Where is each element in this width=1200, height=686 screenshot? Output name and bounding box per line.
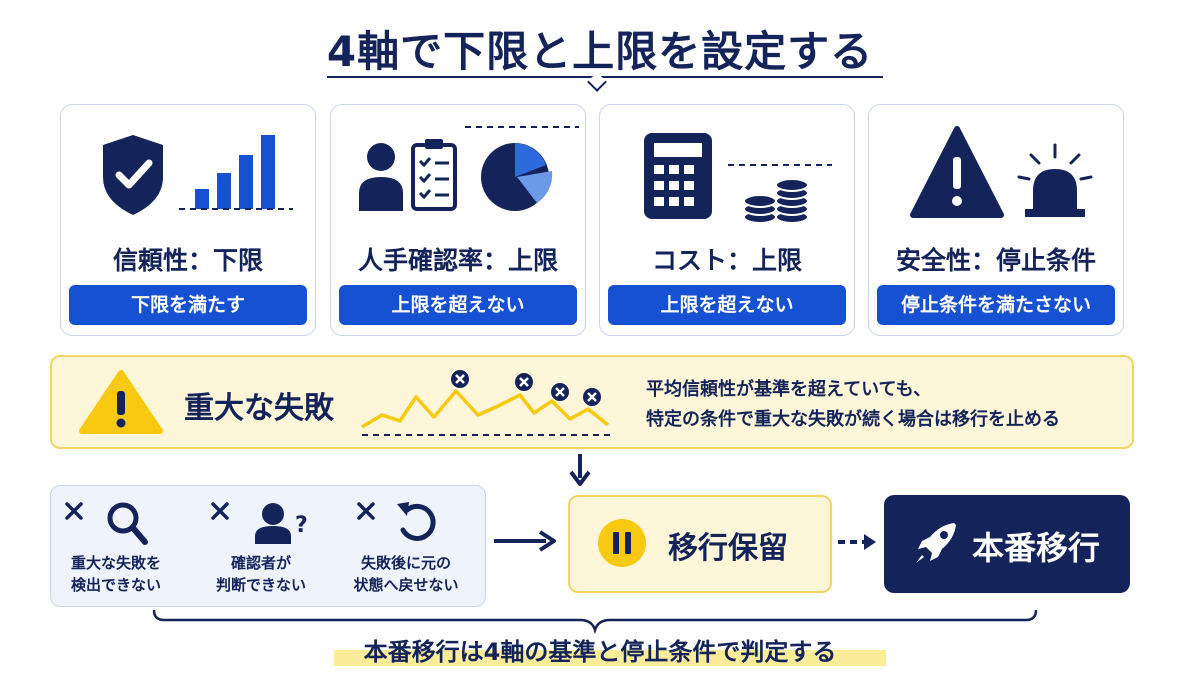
card-label: 信頼性：下限 [112, 246, 263, 275]
conclusion-text: 本番移行は4軸の基準と停止条件で判定する [363, 638, 837, 666]
banner-title: 重大な失敗 [184, 391, 334, 426]
failure-mark-icon [515, 373, 533, 391]
failure-mark-icon [451, 370, 469, 388]
svg-text:?: ? [295, 513, 308, 538]
card-badge: 上限を超えない [608, 285, 846, 325]
x-mark-icon [65, 502, 83, 520]
failure-reasons-panel: ? 重大な失敗を 検出できない 確認者が 判断できない 失敗後に元の 状態へ戻せ… [50, 485, 486, 607]
down-arrow-icon [569, 454, 591, 486]
undo-icon [397, 502, 436, 541]
reason-rollback: 失敗後に元の 状態へ戻せない [353, 554, 459, 594]
card-badge: 上限を超えない [339, 285, 577, 325]
production-box: 本番移行 [884, 495, 1130, 593]
search-icon [107, 502, 148, 545]
axis-card-cost: コスト：上限 上限を超えない [599, 104, 855, 336]
x-mark-icon [211, 502, 229, 520]
conclusion-highlight [334, 650, 886, 666]
reason-reviewer: 確認者が 判断できない [215, 554, 306, 594]
reviewer-checklist-icon [359, 126, 579, 211]
hold-box: 移行保留 [568, 495, 832, 593]
title-underline [327, 76, 883, 78]
reason-detect: 重大な失敗を 検出できない [70, 554, 161, 594]
banner-description-line: 平均信頼性が基準を超えていても、 [646, 379, 932, 400]
card-label: コスト：上限 [651, 246, 802, 275]
reason-icons: ? [65, 502, 436, 545]
calculator-coins-icon [644, 133, 832, 224]
failure-mark-icon [583, 388, 601, 406]
critical-failure-banner: 重大な失敗 平均信頼性が基準を超えていても、 特定の条件で重大な失敗が続く場合は… [50, 355, 1134, 449]
right-arrow-icon [494, 530, 556, 552]
axis-card-reliability: 信頼性：下限 下限を満たす [60, 104, 316, 336]
card-label: 人手確認率：上限 [357, 246, 558, 275]
axis-card-review-rate: 人手確認率：上限 上限を超えない [330, 104, 586, 336]
failure-trend-icon [361, 370, 612, 436]
axis-card-safety: 安全性：停止条件 停止条件を満たさない [868, 104, 1124, 336]
banner-description: 平均信頼性が基準を超えていても、 特定の条件で重大な失敗が続く場合は移行を止める [646, 375, 1126, 435]
production-label: 本番移行 [972, 529, 1101, 567]
warning-icon [79, 370, 163, 434]
page-title: 4軸で下限と上限を設定する [326, 27, 874, 76]
summary-bracket [152, 609, 1038, 635]
card-badge: 下限を満たす [69, 285, 307, 325]
hold-label: 移行保留 [668, 531, 788, 566]
failure-mark-icon [551, 383, 569, 401]
card-label: 安全性：停止条件 [895, 246, 1096, 275]
warning-alarm-icon [910, 126, 1093, 218]
x-mark-icon [357, 502, 375, 520]
banner-description-line: 特定の条件で重大な失敗が続く場合は移行を止める [646, 409, 1060, 430]
person-question-icon: ? [255, 503, 308, 544]
pause-icon [598, 519, 646, 567]
shield-check-icon [103, 135, 293, 215]
rocket-icon [916, 523, 956, 563]
card-badge: 停止条件を満たさない [877, 285, 1115, 325]
dashed-arrow-icon [838, 534, 876, 550]
